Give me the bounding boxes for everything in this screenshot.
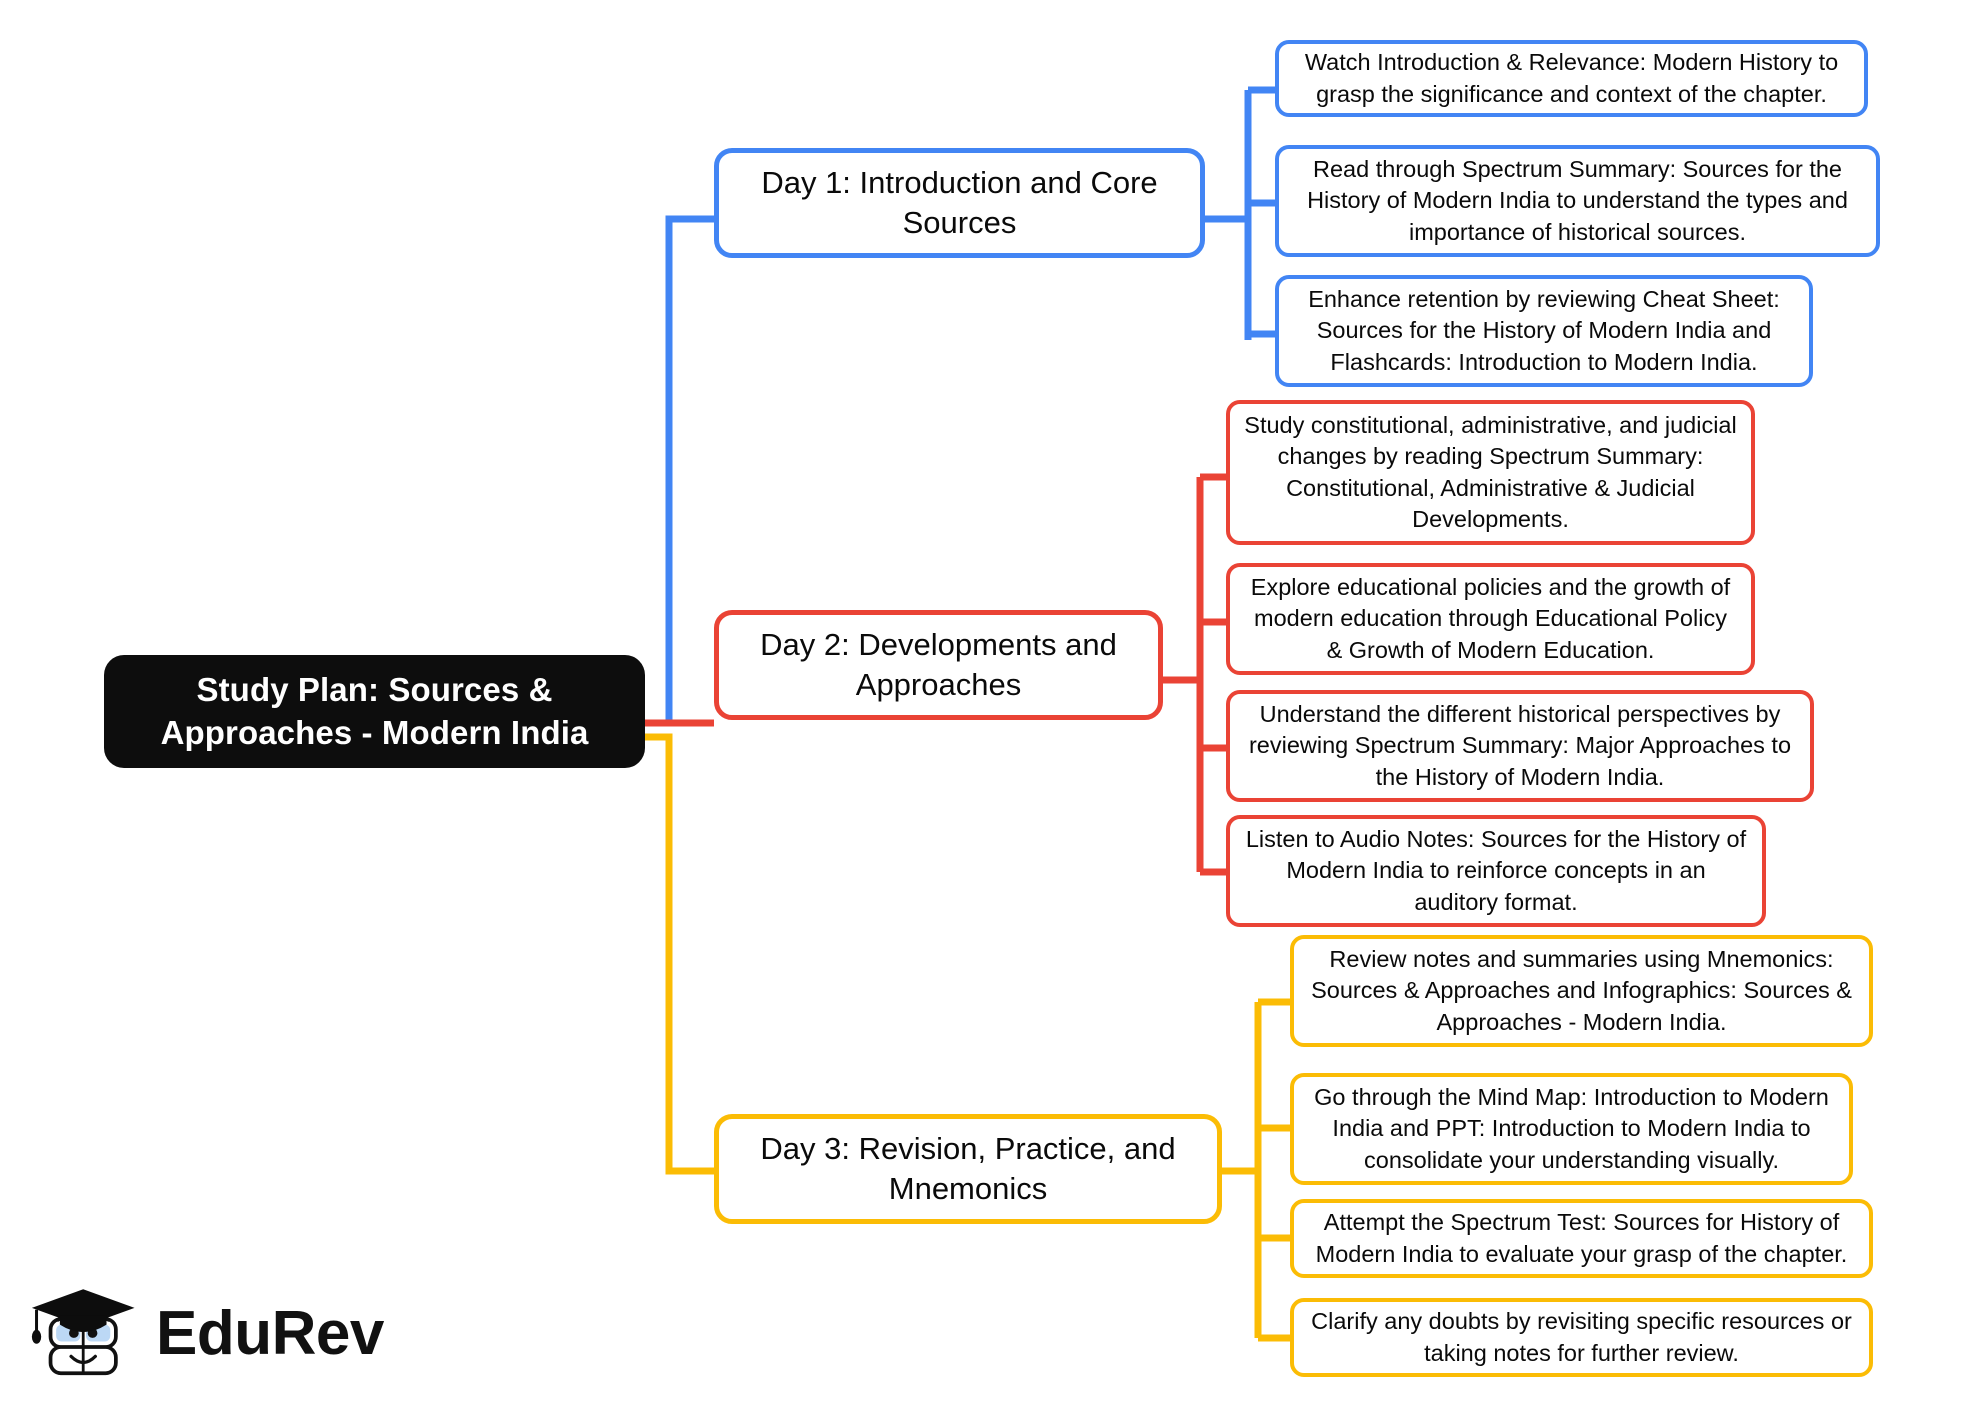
leaf-node-day3-3-label: Attempt the Spectrum Test: Sources for H…	[1315, 1209, 1848, 1267]
leaf-node-day3-1-label: Review notes and summaries using Mnemoni…	[1311, 945, 1852, 1035]
trunk-line-day3	[645, 733, 714, 1175]
leaf-node-day3-4[interactable]: Clarify any doubts by revisiting specifi…	[1290, 1298, 1873, 1377]
leaf-node-day3-3[interactable]: Attempt the Spectrum Test: Sources for H…	[1290, 1199, 1873, 1278]
branch-node-day3-label: Day 3: Revision, Practice, and Mnemonics	[760, 1130, 1176, 1206]
leaf-node-day1-2-label: Read through Spectrum Summary: Sources f…	[1307, 155, 1848, 245]
leaf-node-day2-3-label: Understand the different historical pers…	[1248, 700, 1792, 790]
leaf-node-day1-1[interactable]: Watch Introduction & Relevance: Modern H…	[1275, 40, 1868, 117]
leaf-node-day1-1-label: Watch Introduction & Relevance: Modern H…	[1304, 49, 1839, 107]
leaf-node-day1-3[interactable]: Enhance retention by reviewing Cheat She…	[1275, 275, 1813, 387]
leaf-node-day1-2[interactable]: Read through Spectrum Summary: Sources f…	[1275, 145, 1880, 257]
leaf-node-day3-2-label: Go through the Mind Map: Introduction to…	[1314, 1083, 1829, 1173]
root-node-label: Study Plan: Sources & Approaches - Moder…	[160, 671, 589, 751]
leaf-node-day2-1-label: Study constitutional, administrative, an…	[1244, 411, 1737, 532]
leaf-node-day3-1[interactable]: Review notes and summaries using Mnemoni…	[1290, 935, 1873, 1047]
leaf-node-day2-4[interactable]: Listen to Audio Notes: Sources for the H…	[1226, 815, 1766, 927]
leaf-node-day3-2[interactable]: Go through the Mind Map: Introduction to…	[1290, 1073, 1853, 1185]
leaf-node-day2-3[interactable]: Understand the different historical pers…	[1226, 690, 1814, 802]
trunk-line-day1	[665, 215, 714, 723]
leaf-node-day1-3-label: Enhance retention by reviewing Cheat She…	[1308, 285, 1780, 375]
root-node[interactable]: Study Plan: Sources & Approaches - Moder…	[104, 655, 645, 768]
graduation-cap-book-mascot-icon	[31, 1289, 135, 1376]
leaf-node-day2-1[interactable]: Study constitutional, administrative, an…	[1226, 400, 1755, 545]
branch-node-day1[interactable]: Day 1: Introduction and Core Sources	[714, 148, 1205, 258]
leaf-node-day3-4-label: Clarify any doubts by revisiting specifi…	[1311, 1308, 1852, 1366]
branch-node-day2-label: Day 2: Developments and Approaches	[760, 626, 1117, 702]
leaf-node-day2-4-label: Listen to Audio Notes: Sources for the H…	[1245, 825, 1747, 915]
leaf-node-day2-2-label: Explore educational policies and the gro…	[1250, 573, 1731, 663]
branch-node-day3[interactable]: Day 3: Revision, Practice, and Mnemonics	[714, 1114, 1222, 1224]
edurev-logo: EduRev	[30, 1278, 384, 1390]
branch-node-day2[interactable]: Day 2: Developments and Approaches	[714, 610, 1163, 720]
edurev-wordmark: EduRev	[156, 1299, 384, 1368]
leaf-node-day2-2[interactable]: Explore educational policies and the gro…	[1226, 563, 1755, 675]
branch-node-day1-label: Day 1: Introduction and Core Sources	[761, 164, 1158, 240]
